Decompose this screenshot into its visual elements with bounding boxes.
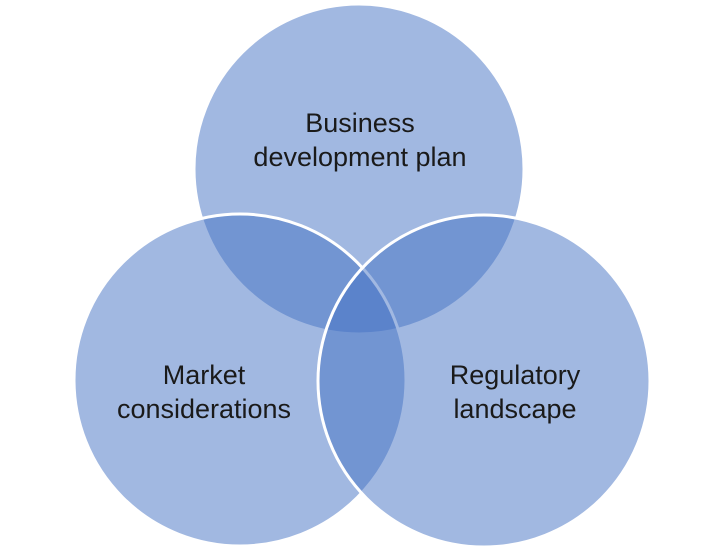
label-market-line-1: Market xyxy=(163,360,246,390)
label-market-line-2: considerations xyxy=(117,394,291,424)
label-regulatory-line-2: landscape xyxy=(453,394,576,424)
label-business-line-2: development plan xyxy=(253,142,466,172)
circle-regulatory-landscape xyxy=(316,213,652,549)
label-business-line-1: Business xyxy=(305,108,415,138)
label-regulatory-line-1: Regulatory xyxy=(450,360,581,390)
